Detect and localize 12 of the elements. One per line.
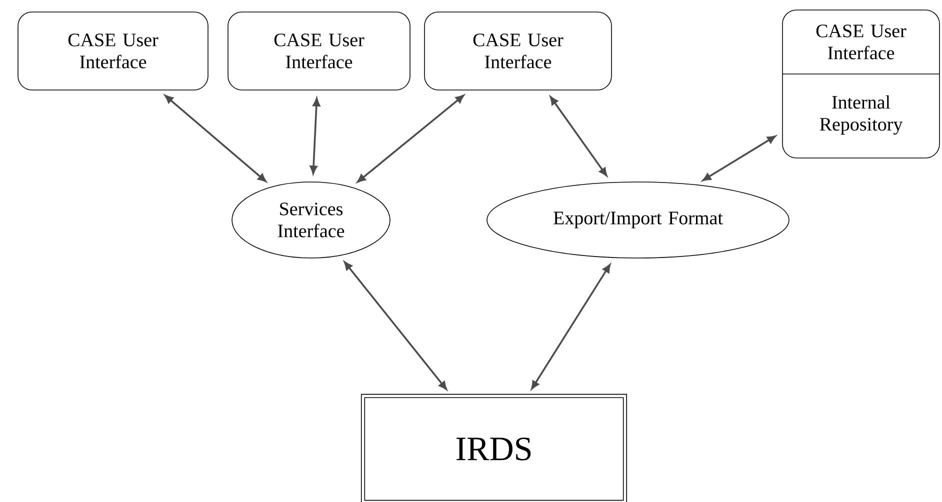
arrow bbox=[550, 96, 608, 176]
arrow bbox=[344, 261, 447, 390]
arrow bbox=[702, 136, 776, 182]
arrow bbox=[357, 94, 464, 183]
arrow bbox=[164, 94, 266, 182]
arrow bbox=[310, 98, 320, 174]
interface-box: CASE User Interface bbox=[228, 12, 410, 90]
arrow bbox=[531, 264, 611, 390]
interface-box: CASE User Interface bbox=[18, 12, 208, 90]
split-box: CASE User Interface Internal Repository bbox=[782, 10, 940, 158]
repository-box: IRDS bbox=[360, 394, 628, 502]
interface-box: CASE User Interface bbox=[424, 12, 612, 90]
